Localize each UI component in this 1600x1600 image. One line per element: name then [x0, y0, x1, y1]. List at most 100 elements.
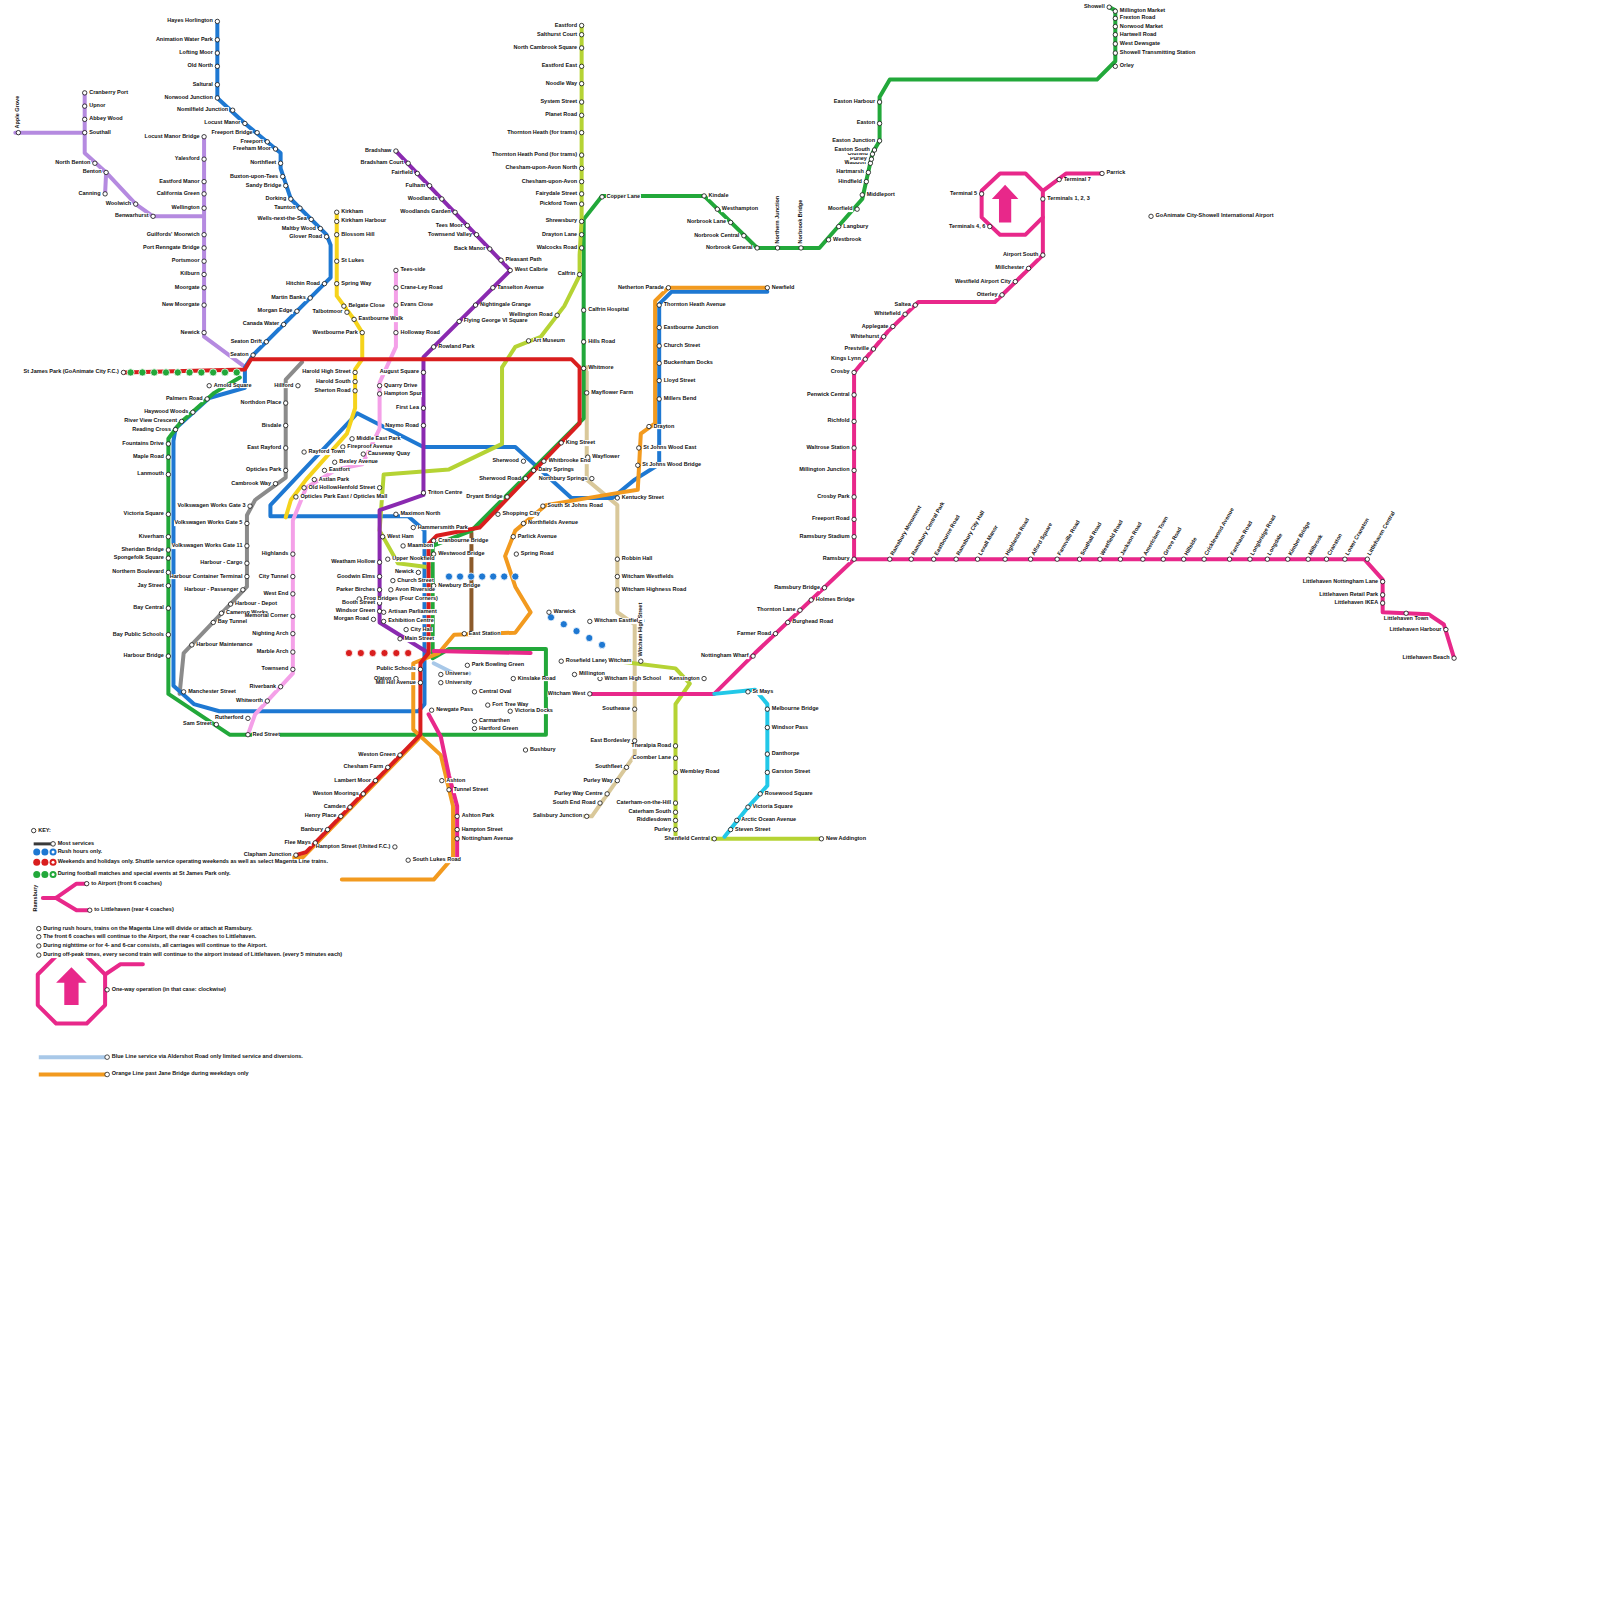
- station-dot: [207, 384, 211, 388]
- station-dot: [590, 476, 594, 480]
- station-dot: [386, 557, 390, 561]
- station-label: The front 6 coaches will continue to the…: [43, 934, 257, 940]
- station-dot: [1113, 16, 1117, 20]
- station-dot: [248, 504, 252, 508]
- station-dot: [294, 495, 298, 499]
- station-label: Astlan Park: [318, 477, 349, 483]
- station-label: Spring Way: [341, 281, 372, 287]
- station-label: Middle East Park: [356, 436, 401, 442]
- service-dot: [479, 573, 486, 580]
- station-dot: [877, 139, 881, 143]
- station-label: Henfold Street: [337, 485, 376, 491]
- station-dot: [472, 690, 476, 694]
- station-label: Whitehurst: [850, 334, 880, 340]
- station-label: Weatham Hollow: [331, 559, 376, 565]
- station-label: Milbrook: [1308, 534, 1325, 558]
- station-dot: [37, 935, 41, 939]
- station-dot: [335, 259, 339, 263]
- station-dot: [296, 384, 300, 388]
- station-dot: [541, 504, 545, 508]
- station-label: Ramsbury: [822, 556, 850, 562]
- station-label: Cranston: [1326, 532, 1344, 557]
- station-dot: [852, 419, 856, 423]
- station-dot: [491, 286, 495, 290]
- station-label: Hillford: [274, 383, 294, 389]
- station-dot: [404, 627, 408, 631]
- station-label: Camden: [323, 804, 346, 810]
- station-dot: [215, 96, 219, 100]
- station-label: Banbury: [300, 827, 323, 833]
- station-dot: [852, 535, 856, 539]
- station-label: King Street: [565, 440, 595, 446]
- station-label: Harbour Maintenance: [196, 642, 253, 648]
- station-label: Witcham Westfields: [621, 574, 674, 580]
- station-dot: [826, 238, 830, 242]
- station-dot: [291, 592, 295, 596]
- station-dot: [577, 272, 581, 276]
- station-label: Norbrook Central: [694, 233, 740, 239]
- station-label: Melbourne Bridge: [771, 706, 819, 712]
- legend-swatch: [39, 1072, 110, 1077]
- station-dot: [657, 378, 661, 382]
- station-dot: [1107, 5, 1111, 9]
- station-label: Parrick: [1106, 171, 1126, 177]
- station-label: Naymo Road: [385, 423, 420, 429]
- station-label: Eastbourne Junction: [663, 325, 719, 331]
- station-label: Witcham West: [547, 691, 585, 697]
- station-dot: [211, 620, 215, 624]
- station-label: GoAnimate City-Showell International Air…: [1155, 213, 1274, 219]
- station-label: Dryant Bridge: [466, 494, 503, 500]
- station-dot: [523, 748, 527, 752]
- station-label: Mayflower Farm: [591, 390, 634, 396]
- station-label: Planet Road: [545, 112, 578, 118]
- station-dot: [325, 827, 329, 831]
- station-label: First Lea: [396, 405, 420, 411]
- station-dot: [342, 304, 346, 308]
- station-dot: [1343, 557, 1347, 561]
- station-dot: [559, 441, 563, 445]
- station-dot: [280, 174, 284, 178]
- station-dot: [394, 512, 398, 516]
- station-label: Westfield Airport City: [954, 279, 1011, 285]
- station-dot: [245, 544, 249, 548]
- station-label: Maximon North: [400, 511, 441, 517]
- station-dot: [852, 446, 856, 450]
- station-label: Hampton Street (United F.C.): [315, 844, 391, 850]
- station-label: Church Street: [663, 343, 700, 349]
- station-label: Noodle Way: [545, 81, 577, 87]
- station-label: Palmers Road: [165, 396, 203, 402]
- station-label: City Tunnel: [258, 574, 289, 580]
- station-label: Bexley Avenue: [339, 459, 379, 465]
- station-label: Opticles Park: [246, 468, 282, 474]
- station-label: Hillside: [1183, 536, 1198, 557]
- station-dot: [579, 219, 583, 223]
- station-dot: [742, 234, 746, 238]
- station-label: Tees Moor: [435, 223, 463, 229]
- station-label: Reading Cross: [132, 427, 172, 433]
- service-dot: [586, 634, 593, 641]
- station-dot: [335, 232, 339, 236]
- station-label: Northbury Springs: [538, 476, 588, 482]
- station-dot: [245, 561, 249, 565]
- station-dot: [508, 709, 512, 713]
- station-dot: [31, 828, 35, 832]
- station-label: Woodlands: [407, 196, 438, 202]
- station-label: Robbin Hall: [621, 556, 653, 562]
- station-dot: [278, 685, 282, 689]
- station-dot: [1000, 293, 1004, 297]
- station-dot: [202, 330, 206, 334]
- station-label: Taunton: [274, 205, 296, 211]
- station-dot: [324, 235, 328, 239]
- station-dot: [377, 486, 381, 490]
- station-label: Ramsbury Bridge: [774, 585, 821, 591]
- station-label: Terminal 5: [950, 191, 978, 197]
- station-label: Witcham: [608, 658, 632, 664]
- station-label: Purley: [654, 827, 672, 833]
- station-label: St Johns Wood East: [643, 445, 697, 451]
- station-label: Tunnel Street: [453, 787, 489, 793]
- station-label: Millington: [578, 672, 605, 678]
- station-dot: [521, 459, 525, 463]
- station-dot: [312, 477, 316, 481]
- station-dot: [798, 608, 802, 612]
- station-dot: [1055, 557, 1059, 561]
